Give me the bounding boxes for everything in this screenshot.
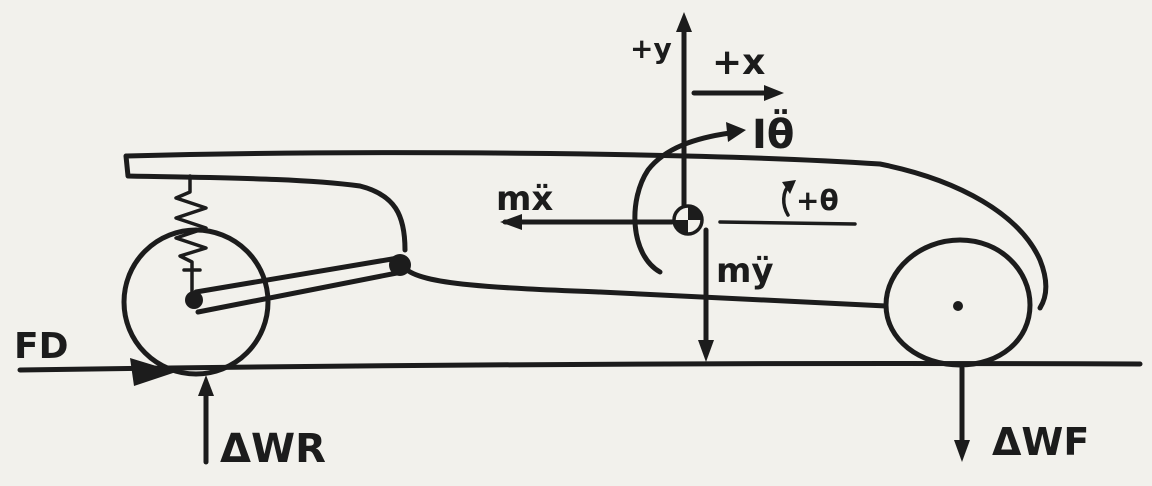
rear-wheel: [121, 227, 271, 377]
x-arrowhead: [764, 85, 784, 101]
front-wheel: [883, 237, 1033, 368]
m-yddot-arrowhead: [698, 340, 714, 362]
trailing-arm: [193, 255, 405, 315]
label-m-yddot: mÿ: [716, 251, 774, 291]
label-drag-force: FD: [14, 326, 68, 367]
y-axis-arrowhead: [676, 12, 692, 32]
plus-theta-arrowhead: [782, 180, 796, 194]
label-plus-theta: +θ: [796, 184, 839, 217]
drag-force-arrowhead: [130, 358, 176, 386]
rear-axle: [185, 291, 203, 309]
label-delta-w-front: ΔWF: [992, 420, 1089, 464]
m-xddot-arrowhead: [500, 214, 522, 230]
label-plus-x: +x: [712, 42, 765, 83]
cg-reference-line: [718, 220, 857, 226]
delta-w-rear-arrowhead: [198, 375, 214, 396]
front-axle: [953, 301, 963, 311]
label-m-xddot: mẍ: [496, 179, 553, 219]
inertia-moment-arrow: [632, 130, 733, 275]
rear-spring: [174, 174, 208, 297]
label-plus-y: +y: [630, 32, 672, 65]
cg-fill: [674, 206, 702, 234]
label-inertia: Iθ̈: [752, 109, 794, 158]
inertia-arrowhead: [726, 122, 746, 142]
label-delta-w-rear: ΔWR: [220, 426, 326, 472]
car-body-outline: [123, 150, 1049, 311]
pivot-joint: [389, 254, 411, 276]
delta-w-front-arrowhead: [954, 440, 970, 462]
